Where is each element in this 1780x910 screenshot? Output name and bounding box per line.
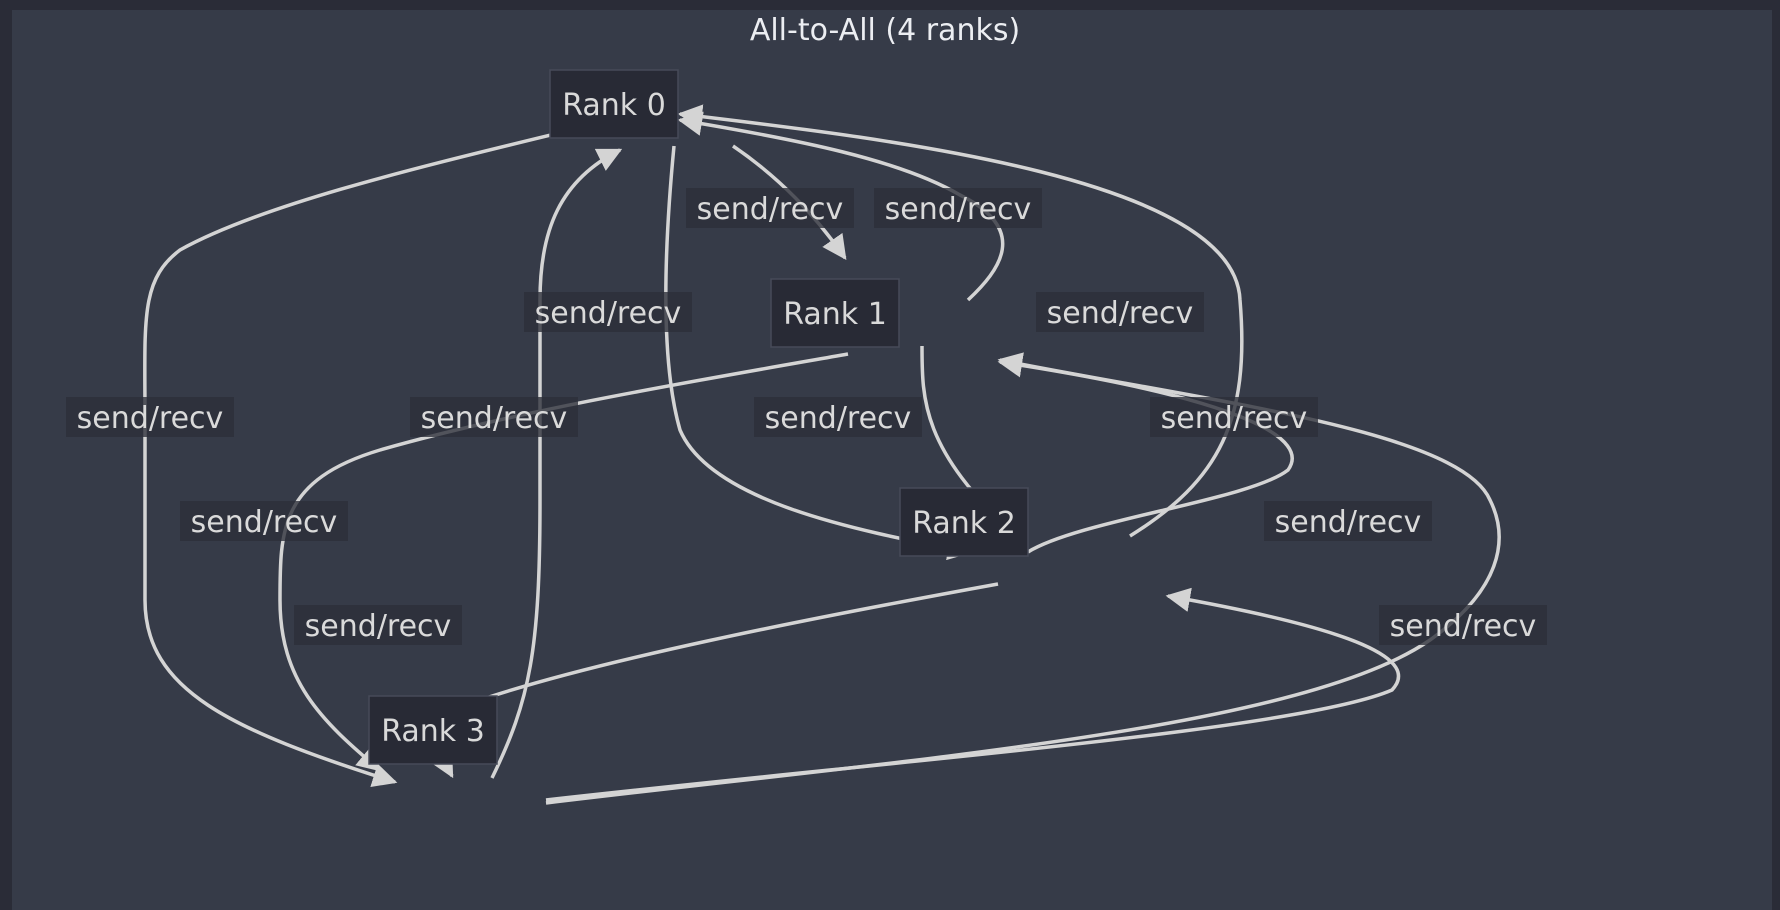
edge-label: send/recv	[754, 397, 922, 437]
edge-r2-r1[interactable]	[997, 353, 1294, 554]
flowchart: All-to-All (4 ranks)	[66, 13, 1547, 805]
edge-r3-r2[interactable]	[545, 587, 1401, 802]
edge-r2-r0[interactable]	[677, 104, 1244, 538]
svg-text:send/recv: send/recv	[305, 609, 452, 644]
svg-text:send/recv: send/recv	[77, 401, 224, 436]
edge-label: send/recv	[294, 605, 462, 645]
svg-text:send/recv: send/recv	[765, 401, 912, 436]
edge-label: send/recv	[66, 397, 234, 437]
edge-label: send/recv	[1150, 397, 1318, 437]
svg-text:send/recv: send/recv	[421, 401, 568, 436]
edge-label: send/recv	[1264, 501, 1432, 541]
edge-r1-r3[interactable]	[278, 352, 849, 772]
svg-text:send/recv: send/recv	[1275, 505, 1422, 540]
edge-r0-r2[interactable]	[663, 145, 973, 561]
node-rank-1[interactable]: Rank 1	[770, 278, 900, 348]
svg-text:Rank 0: Rank 0	[562, 88, 666, 123]
svg-text:Rank 3: Rank 3	[381, 714, 485, 749]
edge-label: send/recv	[1036, 292, 1204, 332]
edge-label: send/recv	[686, 188, 854, 228]
svg-text:send/recv: send/recv	[885, 192, 1032, 227]
edge-r3-r0[interactable]	[490, 148, 623, 779]
node-rank-2[interactable]: Rank 2	[899, 487, 1029, 557]
svg-text:send/recv: send/recv	[191, 505, 338, 540]
edge-label: send/recv	[1379, 605, 1547, 645]
diagram-canvas: All-to-All (4 ranks)	[12, 10, 1772, 910]
node-rank-3[interactable]: Rank 3	[368, 695, 498, 765]
svg-text:send/recv: send/recv	[1161, 401, 1308, 436]
svg-text:Rank 2: Rank 2	[912, 506, 1016, 541]
svg-text:send/recv: send/recv	[535, 296, 682, 331]
edge-label: send/recv	[874, 188, 1042, 228]
diagram-title: All-to-All (4 ranks)	[750, 13, 1020, 48]
edge-r0-r3[interactable]	[143, 120, 605, 788]
nodes-layer: Rank 0 Rank 1 Rank 2 Rank 3	[368, 69, 1029, 765]
edge-label: send/recv	[524, 292, 692, 332]
svg-text:Rank 1: Rank 1	[783, 297, 887, 332]
edge-label: send/recv	[410, 397, 578, 437]
svg-text:send/recv: send/recv	[1047, 296, 1194, 331]
svg-text:send/recv: send/recv	[697, 192, 844, 227]
edge-r3-r1[interactable]	[545, 352, 1501, 805]
edge-labels-layer: send/recv send/recv send/recv send/recv …	[66, 188, 1547, 645]
node-rank-0[interactable]: Rank 0	[549, 69, 679, 139]
edge-label: send/recv	[180, 501, 348, 541]
svg-text:send/recv: send/recv	[1390, 609, 1537, 644]
